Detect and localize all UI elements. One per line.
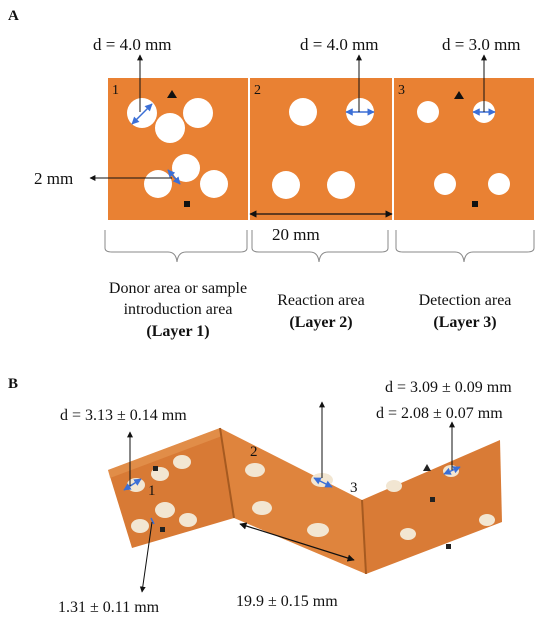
panel-a-label: A [8, 8, 19, 24]
caption-layer-1-line-2: introduction area [124, 301, 233, 318]
photo-dim-label-width: 19.9 ± 0.15 mm [236, 593, 338, 610]
layer-1-sheet [108, 78, 248, 220]
caption-layer-1-bold: (Layer 1) [146, 323, 209, 340]
caption-layer-2-bold: (Layer 2) [289, 314, 352, 331]
square-marker-icon [472, 201, 478, 207]
layer-2-number: 2 [254, 83, 261, 98]
dim-label-d2: d = 4.0 mm [300, 35, 379, 54]
photo-number-1: 1 [148, 483, 156, 499]
folded-device-photo [108, 427, 502, 575]
triangle-marker-icon [454, 91, 464, 99]
photo-diameter-arrow-3 [443, 466, 461, 475]
dim-label-gap: 2 mm [34, 169, 73, 188]
brace-layer-1 [104, 230, 248, 263]
photo-leader-gap [139, 521, 153, 593]
layer-3-number: 3 [398, 83, 405, 98]
photo-number-2: 2 [250, 444, 258, 460]
dim-label-width: 20 mm [272, 225, 320, 244]
triangle-marker-icon [167, 90, 177, 98]
photo-dim-label-d1: d = 3.13 ± 0.14 mm [60, 407, 187, 424]
brace-layer-2 [251, 230, 389, 263]
dim-label-d1: d = 4.0 mm [93, 35, 172, 54]
photo-diameter-arrow-1 [123, 478, 142, 491]
panel-b-label: B [8, 376, 18, 392]
photo-dim-label-d2: d = 3.09 ± 0.09 mm [385, 379, 512, 396]
caption-layer-2-line-1: Reaction area [277, 292, 365, 309]
photo-width-arrow [239, 522, 355, 562]
photo-number-3: 3 [350, 480, 358, 496]
layer-3-sheet [394, 78, 534, 220]
layer-1-number: 1 [112, 83, 119, 98]
square-marker-icon [184, 201, 190, 207]
photo-diameter-arrow-2 [313, 477, 333, 488]
gap-arrow [167, 169, 181, 185]
dim-label-d3: d = 3.0 mm [442, 35, 521, 54]
photo-dim-label-gap: 1.31 ± 0.11 mm [58, 599, 160, 616]
brace-layer-3 [395, 230, 535, 263]
caption-layer-3-line-1: Detection area [419, 292, 512, 309]
photo-dim-label-d3: d = 2.08 ± 0.07 mm [376, 405, 503, 422]
caption-layer-1-line-1: Donor area or sample [109, 280, 247, 297]
layer-2-sheet [250, 78, 392, 220]
diameter-arrow-layer-1 [131, 103, 153, 125]
photo-gap-arrow [150, 517, 155, 525]
caption-layer-3-bold: (Layer 3) [433, 314, 496, 331]
